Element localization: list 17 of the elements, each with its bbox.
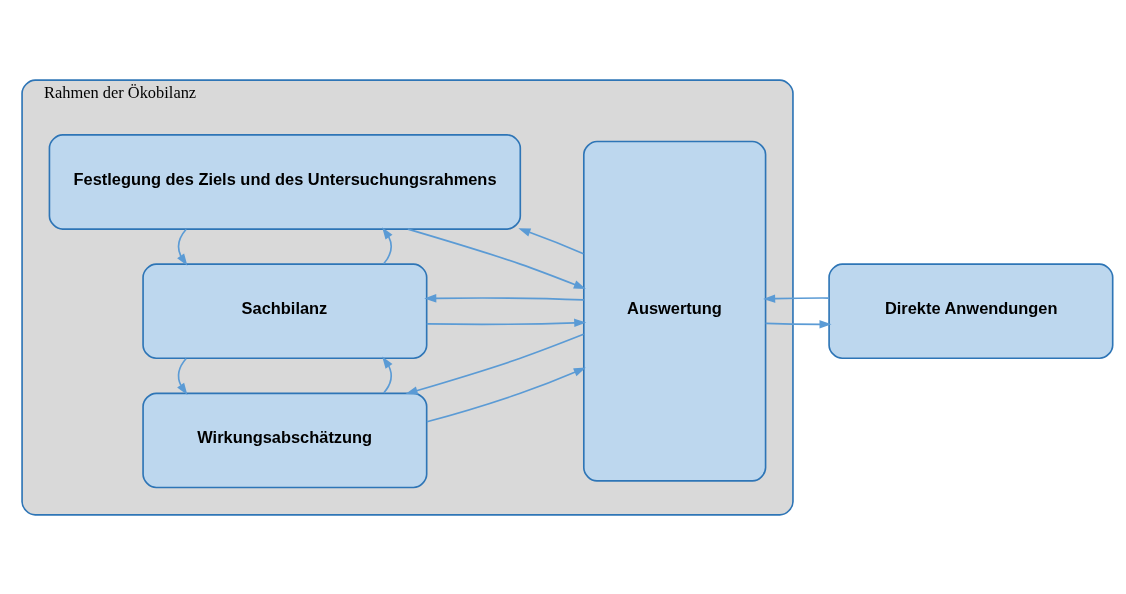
node-box: Direkte Anwendungen (828, 262, 1114, 359)
arrow (407, 227, 586, 289)
node-box: Sachbilanz (142, 262, 428, 359)
arrow (425, 318, 587, 327)
arrow (426, 367, 586, 423)
arrow (763, 293, 830, 303)
arrow (177, 227, 188, 266)
arrow (424, 293, 585, 303)
arrow (764, 319, 832, 329)
node-box: Auswertung (583, 140, 767, 482)
node-box: Festlegung des Ziels und des Untersuchungsrahmens (48, 133, 522, 230)
arrow (382, 226, 393, 265)
arrow (518, 227, 585, 255)
arrow (382, 355, 393, 394)
arrow (177, 357, 188, 395)
node-box: Wirkungsabschätzung (142, 392, 428, 488)
arrow (405, 333, 585, 395)
